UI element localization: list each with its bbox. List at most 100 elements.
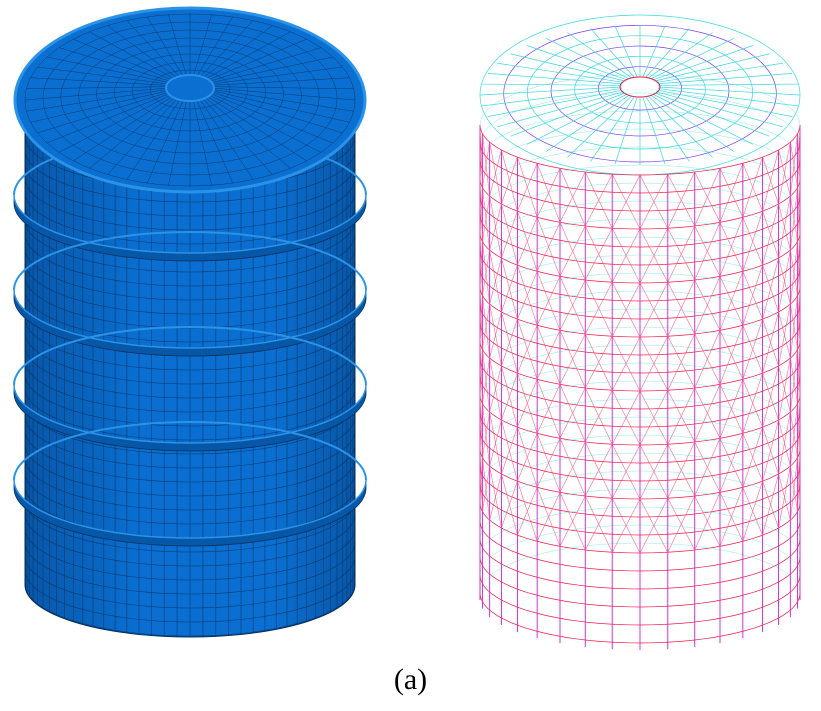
brace-diagonal <box>694 384 721 443</box>
brace-diagonal <box>639 174 669 230</box>
brace-diagonal <box>585 498 613 551</box>
mesh-hoop-line <box>24 499 356 553</box>
hoop-back <box>479 92 801 144</box>
roof-mesh-radial <box>192 14 212 79</box>
roof-mesh-radial <box>211 89 354 112</box>
brace-diagonal <box>790 295 798 359</box>
brace-diagonal <box>489 311 502 359</box>
brace-diagonal <box>611 174 641 229</box>
roof-mesh-radial <box>210 91 343 134</box>
mesh-hoop-line <box>24 345 356 399</box>
brace-diagonal <box>639 228 669 284</box>
ring-back-edge <box>13 420 367 481</box>
roof-mesh-radial <box>26 86 169 90</box>
brace-diagonal <box>536 384 561 434</box>
brace-diagonal <box>742 373 763 434</box>
brace-diagonal <box>667 333 695 391</box>
wireframe-tank-model <box>479 14 801 650</box>
brace-diagonal <box>742 265 763 326</box>
roof-radial-member <box>567 95 633 158</box>
roof-radial-member <box>487 89 623 117</box>
brace-diagonal <box>742 157 763 218</box>
roof-radial-member <box>654 53 770 82</box>
roof-radial-member <box>647 95 713 158</box>
roof-radial-member <box>590 96 635 162</box>
ring-stiffener <box>13 325 367 452</box>
roof-radial-member <box>590 28 635 78</box>
ring-back-edge <box>13 230 367 291</box>
brace-diagonal <box>762 473 779 536</box>
solid-tank-mesh-model <box>13 6 367 638</box>
roof-mesh <box>24 13 356 187</box>
brace-diagonal <box>797 394 801 458</box>
brace-diagonal <box>585 444 613 497</box>
brace-diagonal <box>611 444 641 499</box>
roof-mesh-radial <box>47 56 171 84</box>
roof-mesh-radial <box>209 56 333 84</box>
mesh-hoop-line <box>24 527 356 581</box>
brace-diagonal <box>694 222 721 281</box>
roof-radial-member <box>655 62 783 83</box>
brace-diagonal <box>482 358 490 404</box>
roof-mesh-radial <box>192 97 212 186</box>
mesh-hoop-line <box>24 191 356 245</box>
roof-radial-member <box>481 83 623 86</box>
mesh-hoop-line <box>24 443 356 497</box>
roof-mesh-radial <box>168 97 188 186</box>
brace-diagonal <box>742 427 763 488</box>
brace-diagonal <box>694 330 721 389</box>
brace-diagonal <box>719 217 744 277</box>
roof-mesh-radial <box>211 77 350 86</box>
roof-radial-member <box>614 96 638 165</box>
brace-diagonal <box>667 441 695 499</box>
roof-mesh-radial <box>211 87 356 101</box>
roof-mesh-radial <box>24 87 169 101</box>
brace-diagonal <box>790 349 798 413</box>
brace-diagonal <box>501 319 518 367</box>
roof-radial-member <box>526 93 628 145</box>
mesh-hoop-line <box>24 415 356 469</box>
brace-diagonal <box>585 390 613 443</box>
ring-stiffener <box>13 420 367 547</box>
cross-braces <box>479 124 801 554</box>
brace-diagonal <box>585 282 613 335</box>
roof-radial-member <box>487 73 623 85</box>
brace-diagonal <box>536 222 561 272</box>
brace-diagonal <box>719 271 744 331</box>
mesh-hoop-line <box>24 583 356 637</box>
brace-diagonal <box>639 498 669 554</box>
roof-radial-member <box>645 96 690 162</box>
roof-mesh-radial <box>203 31 291 81</box>
ring-front-edge <box>13 479 367 539</box>
brace-diagonal <box>489 473 502 521</box>
roof-mesh-radial <box>89 95 177 169</box>
brace-diagonal <box>501 373 518 421</box>
brace-diagonal <box>611 282 641 337</box>
roof-mesh-radial <box>107 96 180 175</box>
brace-diagonal <box>517 487 538 536</box>
brace-diagonal <box>790 133 798 197</box>
roof-mesh-radial <box>211 90 350 123</box>
mesh-hoop-line <box>24 401 356 455</box>
roof-mesh-radial <box>126 20 182 79</box>
brace-diagonal <box>559 171 586 223</box>
mesh-hoop-line <box>24 163 356 217</box>
mesh-hoop-line <box>24 317 356 371</box>
brace-diagonal <box>762 149 779 212</box>
brace-diagonal <box>501 427 518 475</box>
brace-diagonal <box>517 433 538 482</box>
brace-diagonal <box>585 336 613 389</box>
brace-diagonal <box>536 330 561 380</box>
mesh-hoop-line <box>24 247 356 301</box>
roof-radial-member <box>642 25 666 78</box>
mesh-hoop-line <box>24 373 356 427</box>
brace-diagonal <box>694 276 721 335</box>
roof-radial-member <box>657 83 799 86</box>
mesh-hoop-line <box>24 471 356 525</box>
roof-radial-member <box>652 93 754 145</box>
brace-diagonal <box>517 217 538 266</box>
roof-mesh-radial <box>198 20 254 79</box>
brace-diagonal <box>489 149 502 197</box>
roof-radial-member <box>645 28 690 78</box>
